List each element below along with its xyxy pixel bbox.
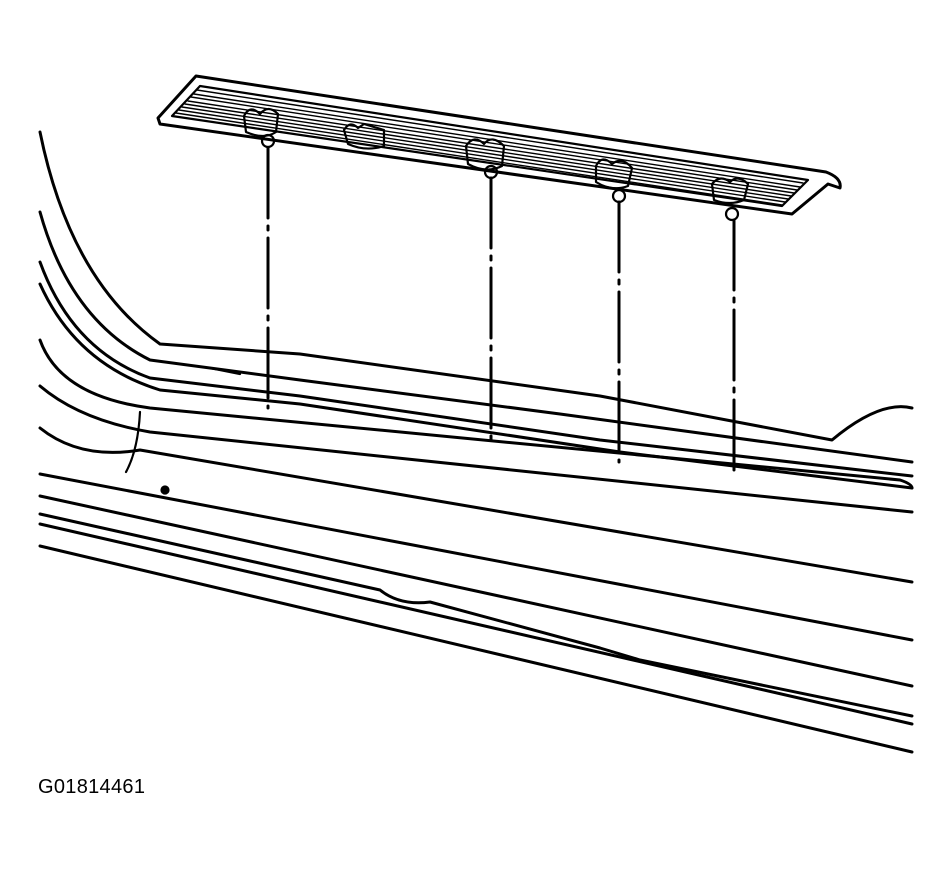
sill-flange-top	[38, 338, 914, 490]
sill-plate-ribs	[175, 89, 804, 206]
sill-plate-outline	[156, 74, 842, 216]
alignment-lines	[266, 146, 736, 480]
rocker-panel-edge-6	[38, 544, 914, 754]
rocker-panel-edge-3	[38, 494, 914, 688]
rocker-panel-edge-4	[38, 512, 914, 718]
sill-plate-inner-border	[170, 84, 810, 208]
sill-flange-bottom	[38, 384, 914, 514]
rocker-panel-edge-2	[38, 472, 914, 642]
door-opening-curve-4	[38, 282, 914, 490]
sill-plate	[156, 74, 842, 222]
rocker-panel-edge-1	[38, 426, 914, 584]
door-opening-curve-2	[38, 210, 914, 464]
rocker-panel-edge-5	[38, 522, 914, 726]
figure-id-label: G01814461	[38, 776, 146, 798]
vehicle-body-contours	[38, 130, 914, 754]
sill-plate-clips	[242, 107, 750, 205]
door-opening-curve-3	[38, 260, 914, 478]
body-details	[124, 366, 242, 495]
door-opening-curve-1	[38, 130, 914, 442]
